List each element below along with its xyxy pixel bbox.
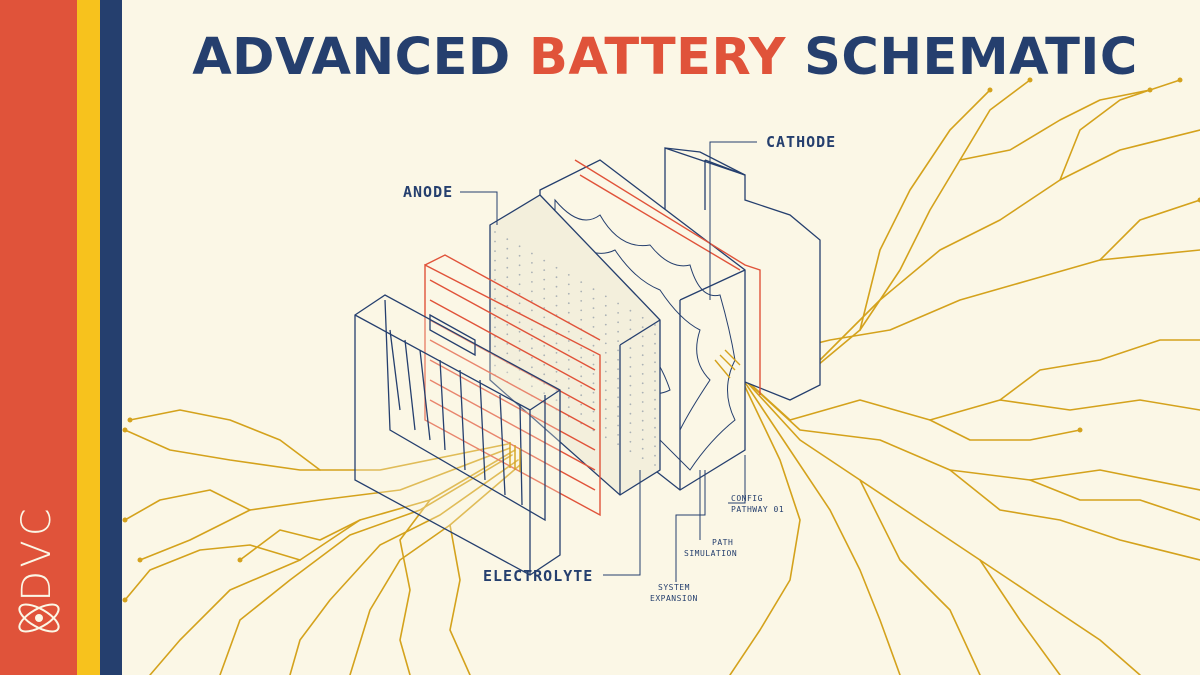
label-path-line1: PATH <box>712 538 734 547</box>
blue-stripe <box>100 0 122 675</box>
anode-box <box>354 294 561 576</box>
label-config-pathway: CONFIG PATHWAY 01 <box>731 493 784 515</box>
page-title: ADVANCED BATTERY SCHEMATIC <box>140 28 1190 87</box>
anode-contacts <box>509 349 741 472</box>
atom-icon <box>18 603 60 633</box>
anode-grid <box>424 254 601 517</box>
label-config-line2: PATHWAY 01 <box>731 505 785 514</box>
title-part-schematic: SCHEMATIC <box>785 28 1138 87</box>
label-system-line2: EXPANSION <box>650 594 698 603</box>
label-config-line1: CONFIG <box>731 494 763 503</box>
red-stripe <box>0 0 77 675</box>
leader-lines <box>460 141 757 582</box>
circuit-nodes <box>122 77 1200 603</box>
title-part-battery: BATTERY <box>529 28 786 87</box>
label-anode: ANODE <box>403 183 454 201</box>
label-path-simulation: PATH SIMULATION <box>684 537 737 559</box>
title-part-advanced: ADVANCED <box>192 28 530 87</box>
label-path-line2: SIMULATION <box>684 549 738 558</box>
label-electrolyte: ELECTROLYTE <box>483 567 594 585</box>
cathode-separator <box>574 159 761 395</box>
yellow-stripe <box>77 0 100 675</box>
label-system-line1: SYSTEM <box>658 583 690 592</box>
label-cathode: CATHODE <box>766 133 837 151</box>
electrolyte-panel <box>489 194 661 496</box>
label-system-expansion: SYSTEM EXPANSION <box>650 582 698 604</box>
circuit-traces <box>124 79 1200 675</box>
dvc-logo: DVC <box>14 475 64 645</box>
